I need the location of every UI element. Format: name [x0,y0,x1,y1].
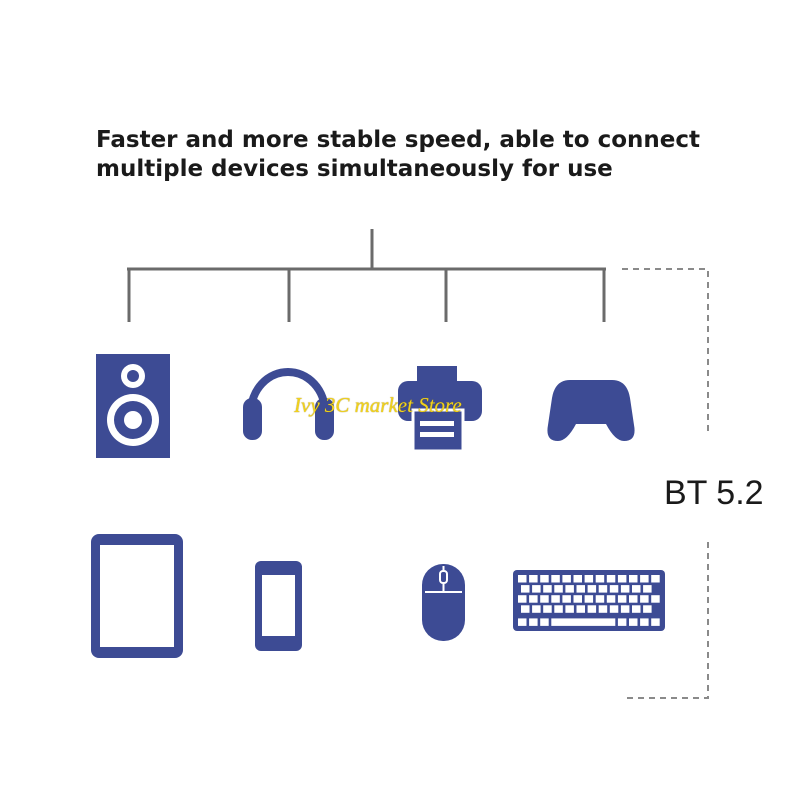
keyboard-key [629,618,638,626]
keyboard-key [540,595,549,603]
keyboard-key [573,595,582,603]
mouse-icon [422,564,465,641]
keyboard-key [529,575,538,583]
keyboard-key [540,618,549,626]
keyboard-key [609,605,619,613]
keyboard-key [562,575,571,583]
keyboard-key [554,605,563,613]
keyboard-spacebar [551,618,616,626]
keyboard-key [543,585,552,593]
keyboard-key [529,618,538,626]
keyboard-key [632,585,641,593]
keyboard-key [576,605,585,613]
keyboard-key [651,618,660,626]
keyboard-key [640,595,649,603]
keyboard-key [617,618,627,626]
headphones-icon [243,368,334,440]
keyboard-key [554,585,563,593]
keyboard-key [617,575,627,583]
keyboard-key [551,575,560,583]
keyboard-key [617,595,627,603]
keyboard-key [565,605,574,613]
keyboard-key [518,595,527,603]
keyboard-key [529,595,538,603]
smartphone-icon [255,561,302,651]
keyboard-key [606,595,616,603]
keyboard-key [620,585,630,593]
keyboard-key [573,575,582,583]
keyboard-key [595,575,605,583]
keyboard-key [532,605,541,613]
keyboard-key [584,575,594,583]
keyboard-key [521,605,530,613]
keyboard-icon [513,570,665,631]
store-watermark: Ivy 3C market Store [294,393,462,417]
keyboard-key [606,575,616,583]
keyboard-key [643,605,652,613]
keyboard-key [584,595,594,603]
keyboard-key [540,575,549,583]
keyboard-key [620,605,630,613]
speaker-icon [96,354,170,458]
keyboard-key [640,575,649,583]
keyboard-key [565,585,574,593]
keyboard-key [576,585,585,593]
keyboard-key [518,575,527,583]
keyboard-key [651,595,660,603]
connection-tree [127,229,606,322]
keyboard-key [643,585,652,593]
keyboard-key [551,595,560,603]
keyboard-key [598,605,608,613]
tablet-icon [91,534,183,658]
headline-line-1: Faster and more stable speed, able to co… [96,127,701,153]
keyboard-key [587,585,597,593]
keyboard-key [532,585,541,593]
keyboard-key [629,575,638,583]
keyboard-key [595,595,605,603]
headline-line-2: multiple devices simultaneously for use [96,156,613,182]
keyboard-key [543,605,552,613]
keyboard-key [629,595,638,603]
bt-bracket [622,268,709,699]
keyboard-key [518,618,527,626]
gamepad-icon [547,380,635,441]
headline: Faster and more stable speed, able to co… [96,126,736,184]
keyboard-key [598,585,608,593]
keyboard-key [562,595,571,603]
printer-icon [398,366,482,453]
bt-version-label: BT 5.2 [664,474,764,512]
keyboard-key [587,605,597,613]
keyboard-key [632,605,641,613]
keyboard-key [521,585,530,593]
keyboard-key [651,575,660,583]
keyboard-key [609,585,619,593]
keyboard-key [640,618,649,626]
